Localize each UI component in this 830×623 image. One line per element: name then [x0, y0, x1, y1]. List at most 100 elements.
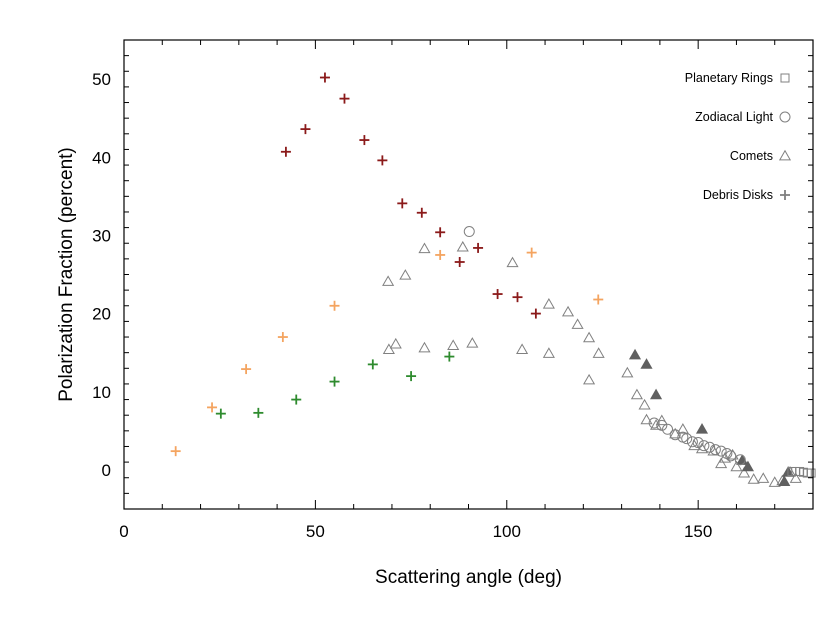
triangle-point	[655, 414, 668, 426]
triangle-point	[418, 341, 431, 353]
y-tick-label: 40	[92, 148, 111, 167]
circle-point	[725, 450, 737, 462]
data-marks	[170, 72, 816, 487]
triangle-point	[649, 388, 663, 400]
y-axis-title: Polarization Fraction (percent)	[56, 147, 77, 402]
triangle-point	[778, 475, 791, 487]
triangle-point	[583, 373, 596, 385]
plus-point	[329, 300, 340, 311]
plus-point	[319, 72, 330, 83]
triangle-point	[676, 423, 689, 434]
triangle-point	[506, 256, 519, 268]
triangle-point	[516, 343, 529, 354]
triangle-point	[621, 366, 634, 378]
triangle-point	[418, 242, 431, 254]
triangle-point	[447, 339, 460, 351]
legend-plus-icon	[780, 190, 790, 200]
legend-label: Debris Disks	[703, 188, 773, 202]
legend-square-icon	[780, 73, 790, 83]
y-tick-label: 0	[102, 461, 111, 480]
plus-point	[473, 242, 484, 253]
series-2	[215, 351, 455, 419]
plus-point	[329, 376, 340, 387]
series-5	[463, 226, 746, 466]
triangle-point	[738, 466, 751, 478]
circle-point	[692, 437, 704, 449]
square-point	[806, 468, 816, 478]
plus-point	[530, 308, 541, 319]
circle-point	[704, 441, 716, 453]
triangle-point	[542, 347, 555, 358]
circle-point	[734, 454, 746, 466]
series-6	[787, 466, 816, 478]
triangle-point	[638, 398, 651, 410]
y-tick-label: 10	[92, 383, 111, 402]
circle-point	[715, 445, 727, 457]
circle-point	[681, 433, 693, 445]
x-tick-label: 150	[684, 522, 712, 541]
plus-point	[435, 227, 446, 238]
triangle-point	[583, 331, 596, 343]
series-1	[170, 247, 604, 457]
triangle-point	[592, 347, 605, 358]
plus-point	[253, 407, 264, 418]
triangle-point	[456, 240, 469, 252]
legend-triangle-icon	[778, 149, 792, 161]
plus-point	[207, 402, 218, 413]
triangle-point	[561, 305, 575, 317]
legend-label: Planetary Rings	[685, 71, 773, 85]
triangle-point	[542, 297, 555, 309]
plus-point	[300, 124, 311, 135]
plus-point	[291, 394, 302, 405]
triangle-point	[741, 460, 754, 472]
triangle-point	[640, 413, 653, 425]
circle-point	[656, 419, 668, 431]
triangle-point	[399, 269, 412, 280]
plus-point	[277, 332, 288, 343]
plus-point	[359, 135, 370, 146]
plus-point	[367, 359, 378, 370]
triangle-point	[736, 454, 749, 465]
legend-label: Comets	[730, 149, 773, 163]
x-axis-title: Scattering angle (deg)	[375, 567, 562, 588]
plus-point	[241, 364, 252, 375]
triangle-point	[628, 348, 642, 360]
series-0	[280, 72, 541, 319]
triangle-point	[757, 472, 770, 483]
triangle-point	[571, 318, 584, 329]
plus-point	[454, 256, 465, 267]
triangle-point	[630, 388, 643, 400]
plus-point	[397, 198, 408, 209]
y-tick-label: 20	[92, 305, 111, 324]
triangle-point	[747, 473, 760, 484]
triangle-point	[718, 451, 732, 463]
plus-point	[406, 371, 417, 382]
circle-point	[463, 226, 475, 238]
triangle-point	[715, 457, 728, 469]
circle-point	[698, 440, 710, 452]
triangle-point	[730, 460, 743, 472]
triangle-point	[389, 337, 402, 349]
triangle-point	[695, 423, 709, 434]
legend-circle-icon	[779, 111, 791, 123]
plus-point	[492, 289, 503, 300]
x-tick-label: 100	[493, 522, 521, 541]
circle-point	[686, 436, 698, 448]
plus-point	[526, 247, 537, 258]
axis-ticks	[123, 39, 814, 510]
triangle-point	[382, 343, 395, 354]
triangle-point	[466, 337, 479, 348]
plus-point	[416, 207, 427, 218]
plus-point	[339, 93, 350, 104]
plus-point	[170, 446, 181, 457]
x-tick-label: 50	[306, 522, 325, 541]
plus-point	[280, 146, 291, 157]
plus-point	[377, 155, 388, 166]
y-tick-label: 30	[92, 226, 111, 245]
plus-point	[435, 249, 446, 260]
triangle-point	[789, 472, 802, 483]
triangle-point	[382, 275, 395, 286]
series-3	[382, 240, 802, 487]
